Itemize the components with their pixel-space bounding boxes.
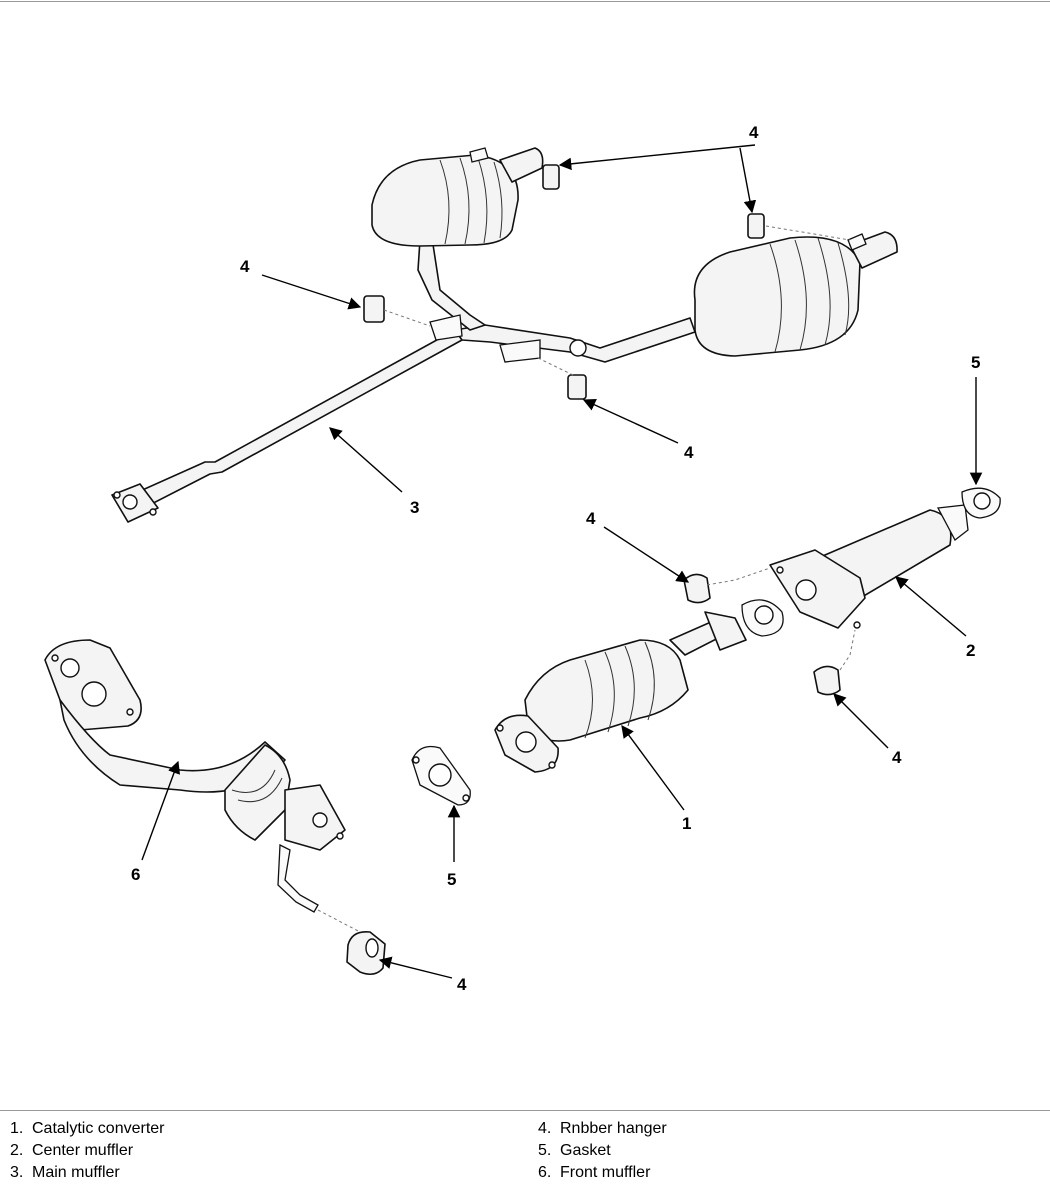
callout-4-upper-left: 4 (240, 257, 250, 276)
callout-4-bottom: 4 (457, 975, 467, 994)
legend-item: 4.Rnbber hanger (538, 1120, 667, 1137)
legend-item: 1.Catalytic converter (10, 1120, 165, 1137)
main-muffler (111, 147, 898, 523)
legend-divider (0, 1110, 1050, 1111)
callout-5-lower: 5 (447, 870, 456, 889)
callout-5-right: 5 (971, 353, 980, 372)
gasket-lower (411, 745, 471, 806)
callout-4-right: 4 (892, 748, 902, 767)
legend-label: Gasket (560, 1142, 611, 1159)
exhaust-diagram: 4 4 4 3 5 4 2 4 1 5 6 4 (44, 123, 1001, 994)
legend-item: 5.Gasket (538, 1142, 611, 1159)
callout-labels: 4 4 4 3 5 4 2 4 1 5 6 4 (131, 123, 980, 994)
legend-label: Rnbber hanger (560, 1120, 667, 1137)
legend-label: Center muffler (32, 1142, 134, 1159)
legend-item: 3.Main muffler (10, 1164, 120, 1181)
rubber-hanger-group-top (363, 164, 851, 400)
legend-label: Main muffler (32, 1164, 120, 1181)
legend-left: 1.Catalytic converter 2.Center muffler 3… (10, 1118, 165, 1184)
legend-right: 4.Rnbber hanger 5.Gasket 6.Front muffler (538, 1118, 667, 1184)
callout-1: 1 (682, 814, 691, 833)
leader-lines (141, 144, 983, 979)
legend-label: Catalytic converter (32, 1120, 165, 1137)
callout-2: 2 (966, 641, 975, 660)
legend-item: 2.Center muffler (10, 1142, 134, 1159)
catalytic-converter (494, 611, 747, 773)
legend-label: Front muffler (560, 1164, 651, 1181)
gasket-mid (741, 599, 784, 637)
callout-4-mid: 4 (684, 443, 694, 462)
callout-6: 6 (131, 865, 140, 884)
callout-4-top: 4 (749, 123, 759, 142)
legend-item: 6.Front muffler (538, 1164, 651, 1181)
callout-3: 3 (410, 498, 419, 517)
front-muffler (44, 639, 346, 913)
callout-4-center: 4 (586, 509, 596, 528)
top-rule (0, 1, 1050, 2)
center-muffler (769, 487, 1001, 629)
rubber-hanger-group-center (683, 567, 856, 696)
rubber-hanger-front (317, 909, 386, 976)
